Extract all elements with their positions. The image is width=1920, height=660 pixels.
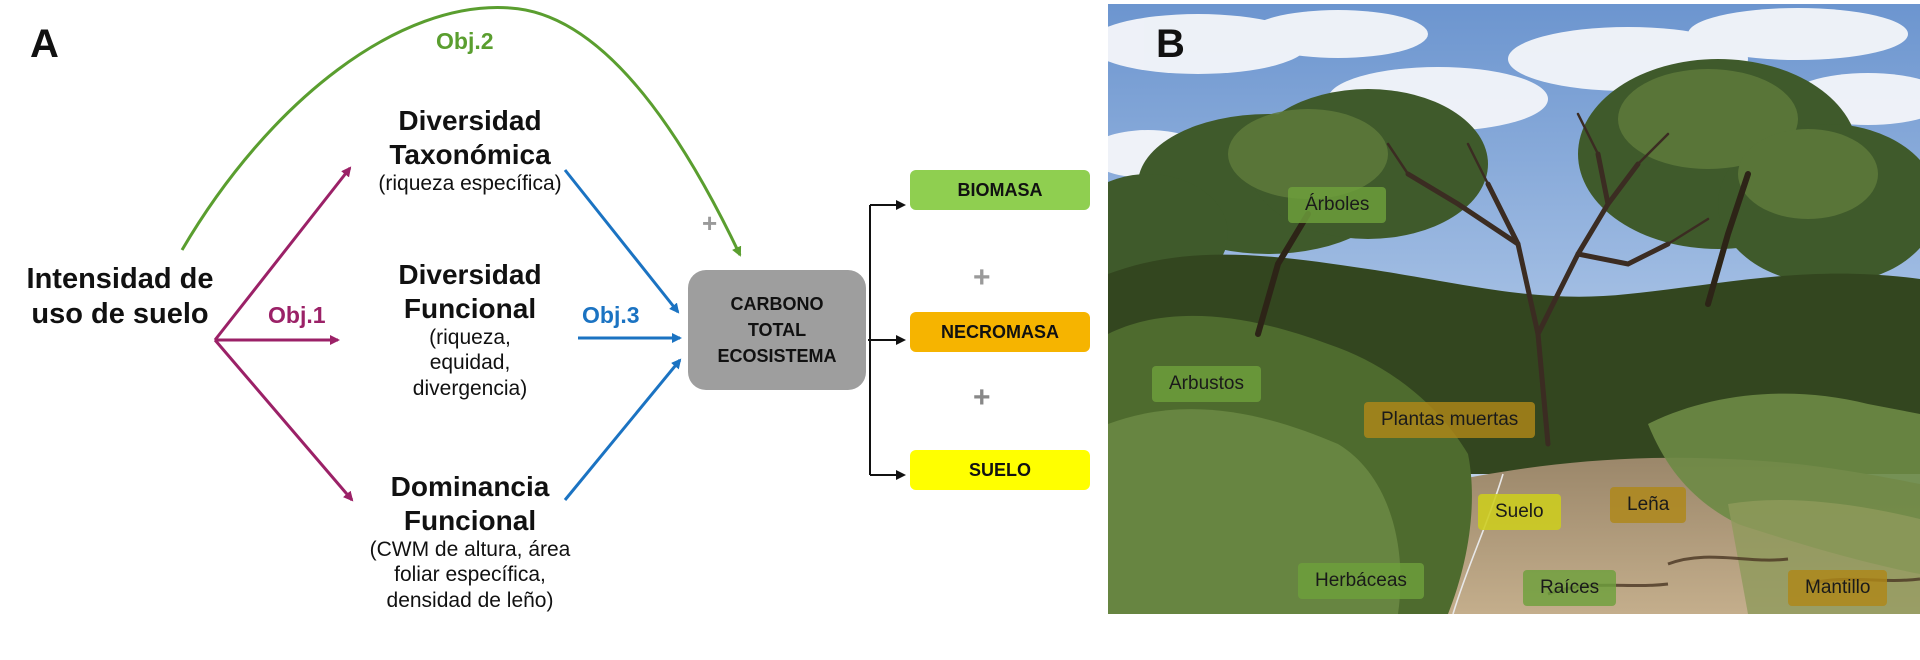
label-arbustos: Arbustos [1152,366,1261,402]
suelo-box: SUELO [910,450,1090,490]
dominance-detail-2: foliar específica, [394,563,546,587]
functional-title-2: Funcional [403,292,537,324]
total-ecosystem-carbon-box: CARBONO TOTAL ECOSISTEMA [688,270,866,390]
obj2-arrow-arc [180,6,742,257]
carbon-line-1: CARBONO [730,293,824,314]
obj3-label: Obj.3 [582,302,640,328]
dominance-detail-1: (CWM de altura, área [369,538,571,562]
obj3-arrow-bottom [563,358,682,501]
obj2-label: Obj.2 [436,28,494,54]
taxonomic-title-1: Diversidad [398,105,542,136]
label-lena: Leña [1610,487,1687,523]
functional-dominance-node: Dominancia Funcional (CWM de altura, áre… [330,470,610,613]
functional-title-1: Diversidad [398,259,542,290]
carbon-line-3: ECOSISTEMA [717,346,837,367]
obj3-arrow-top [563,169,680,314]
plus-sign-2: + [973,381,991,414]
taxonomic-title-2: Taxonómica [389,138,551,170]
dominance-detail-3: densidad de leño) [386,588,554,612]
label-herbaceas: Herbáceas [1298,563,1424,599]
taxonomic-diversity-node: Diversidad Taxonómica (riqueza específic… [340,104,600,196]
functional-diversity-node: Diversidad Funcional (riqueza, equidad, … [350,258,590,401]
necromasa-box: NECROMASA [910,312,1090,352]
functional-detail-1: (riqueza, [429,326,511,350]
obj1-label: Obj.1 [268,302,326,328]
dominance-title-1: Dominancia [390,471,550,502]
driver-line-2: uso de suelo [31,297,209,330]
label-suelo: Suelo [1478,494,1561,530]
pool-bracket [868,205,871,475]
obj1-arrow-bottom [213,339,354,502]
panel-b-letter: B [1156,22,1185,66]
functional-detail-2: equidad, [429,351,511,375]
obj1-arrow-top [213,166,352,341]
label-arboles: Árboles [1288,187,1387,223]
field-photograph: B Árboles Arbustos Plantas muertas Suelo… [1108,4,1920,614]
taxonomic-detail-1: (riqueza específica) [378,172,562,196]
dominance-title-2: Funcional [403,504,537,536]
functional-detail-3: divergencia) [412,376,528,400]
biomasa-box: BIOMASA [910,170,1090,210]
obj2-plus-sign: + [702,208,718,238]
label-raices: Raíces [1523,570,1617,606]
carbon-line-2: TOTAL [747,319,807,340]
label-mantillo: Mantillo [1788,570,1888,606]
panel-a-letter: A [30,22,59,66]
plus-sign-1: + [973,261,991,294]
driver-line-1: Intensidad de [26,263,214,295]
label-plantas-muertas: Plantas muertas [1364,402,1536,438]
driver-node: Intensidad de uso de suelo [15,262,225,332]
